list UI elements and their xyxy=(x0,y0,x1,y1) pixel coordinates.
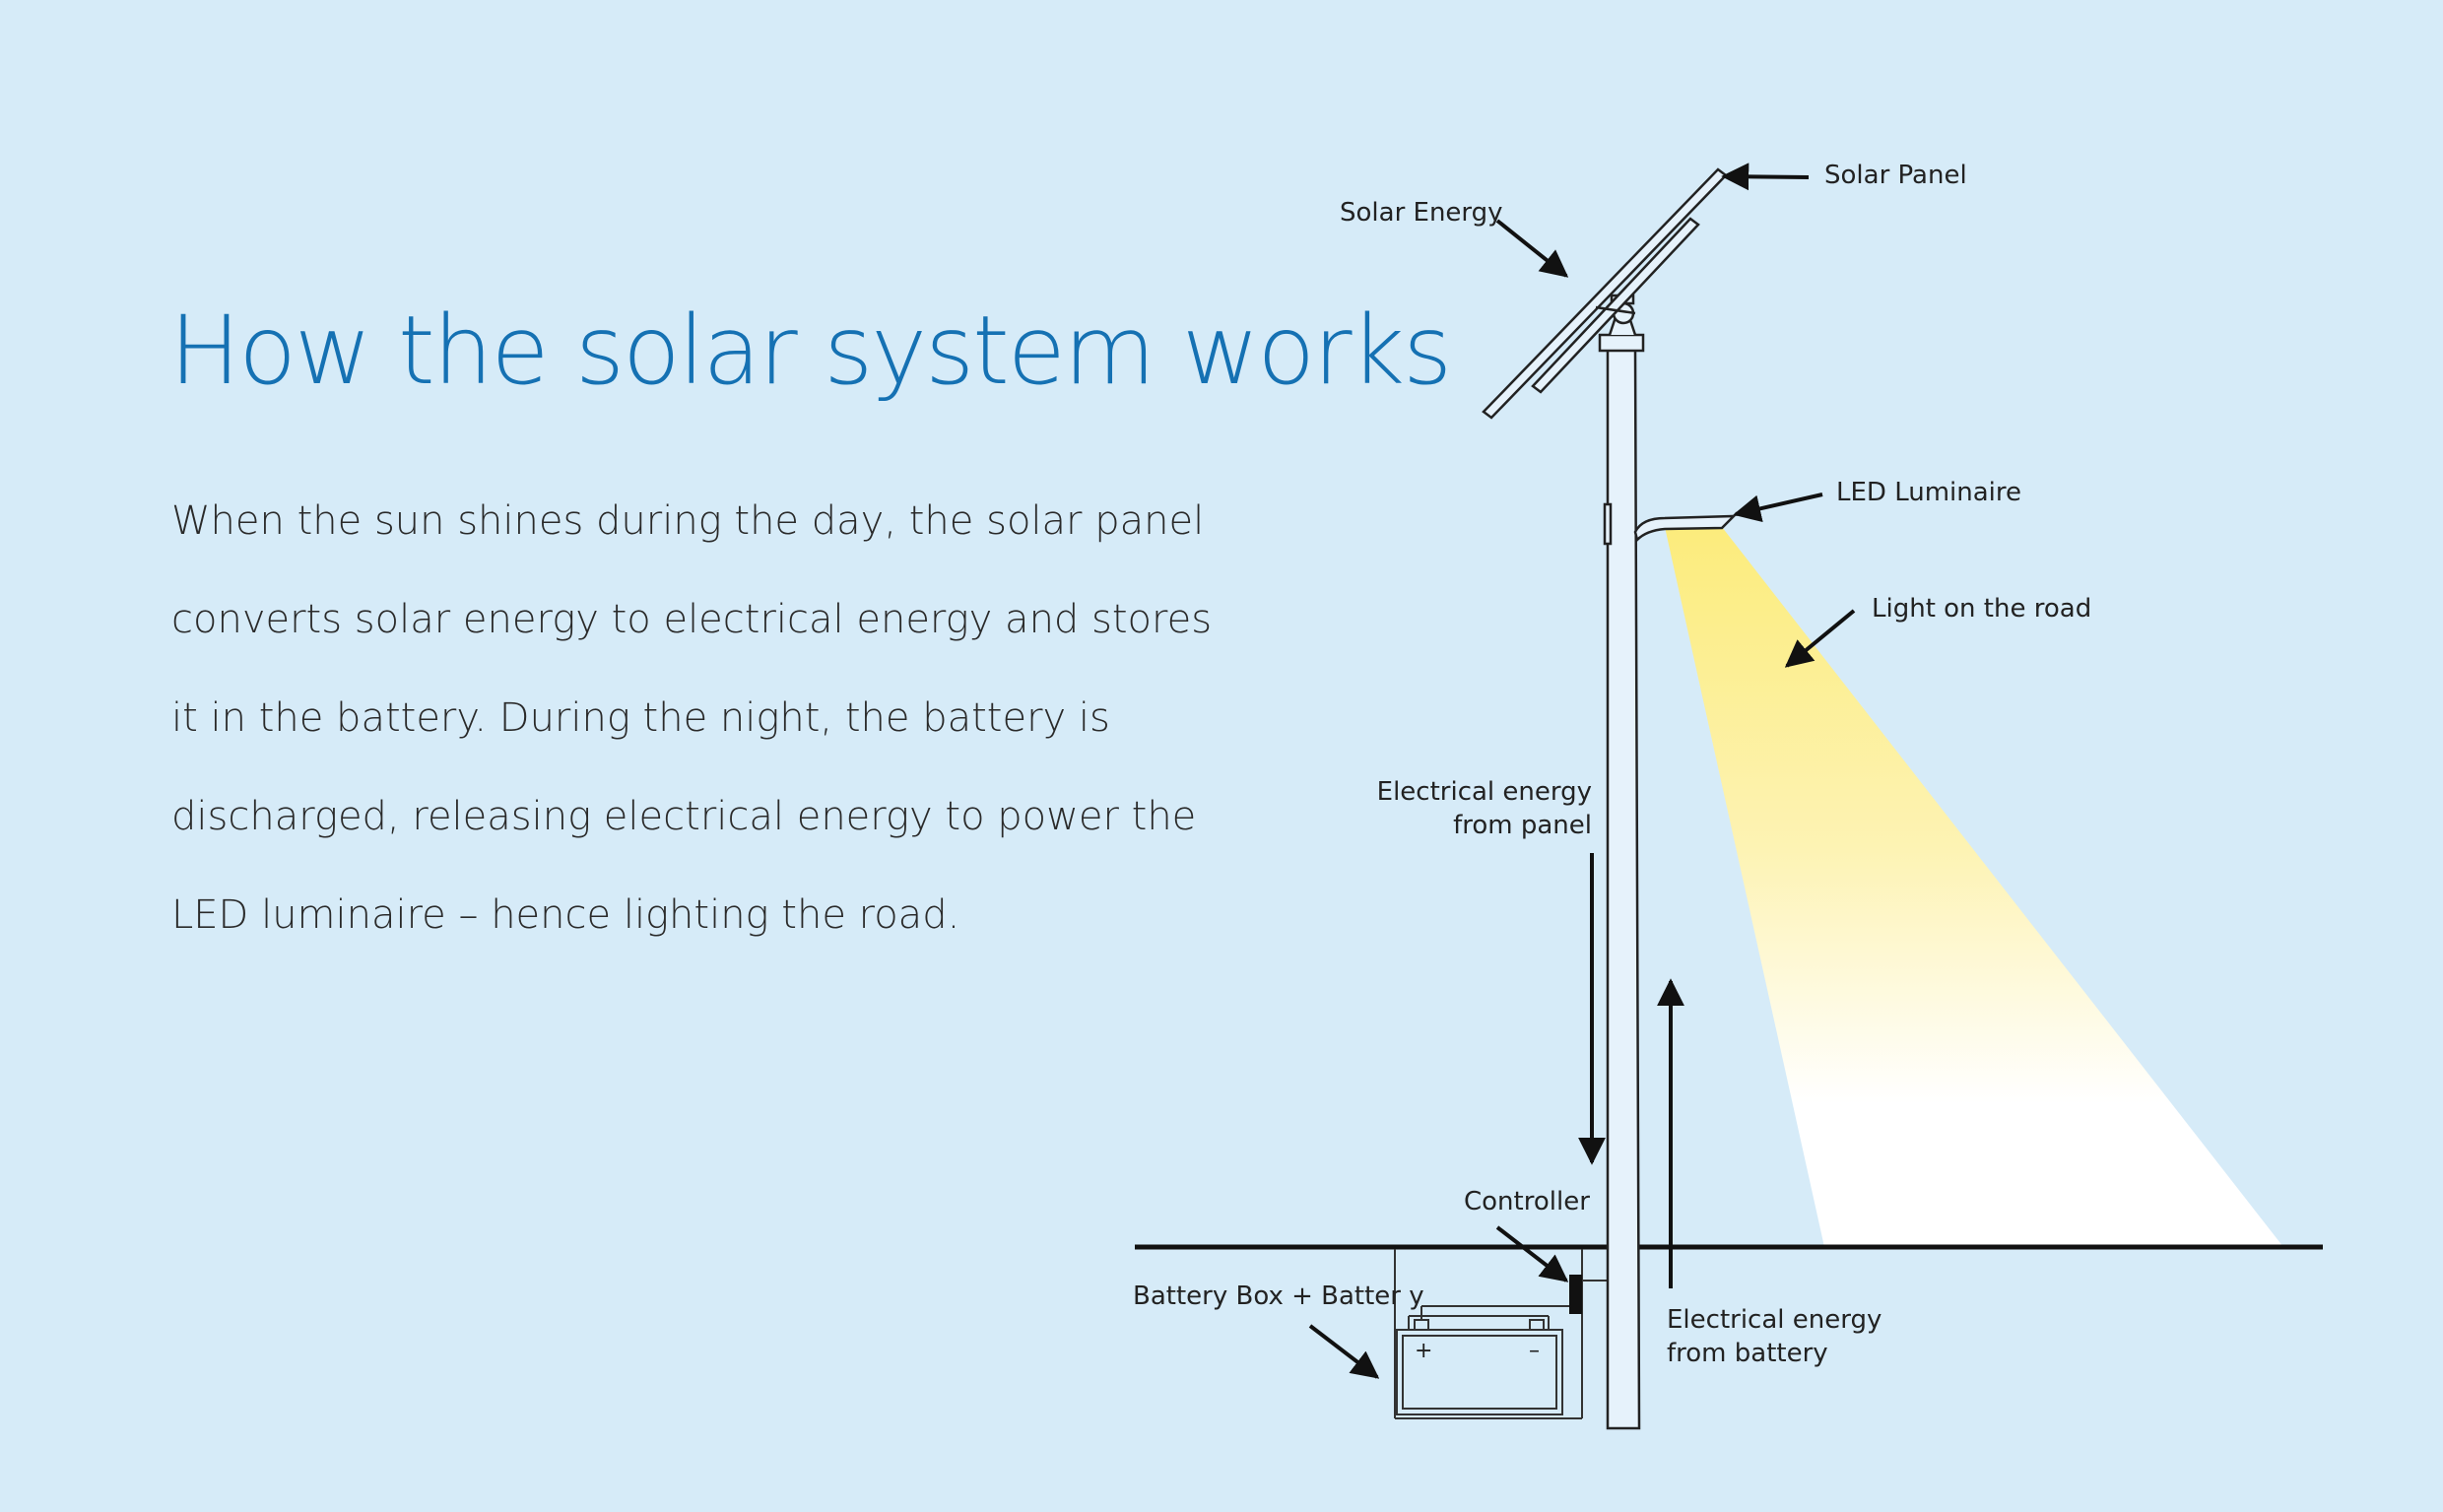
led-luminaire xyxy=(1633,514,1738,543)
battery-box-arrow xyxy=(1308,1324,1380,1379)
led-luminaire-arrow xyxy=(1733,493,1823,523)
battery-plus-sign: + xyxy=(1415,1339,1432,1363)
solar-energy-label: Solar Energy xyxy=(1340,198,1503,228)
description-line-2: converts solar energy to electrical ener… xyxy=(171,597,1213,642)
description-line-3: it in the battery. During the night, the… xyxy=(171,695,1110,741)
pole xyxy=(1598,294,1645,1430)
light-on-road-arrow xyxy=(1784,609,1856,668)
solar-panel-arrow xyxy=(1721,163,1810,191)
solar-panel-label: Solar Panel xyxy=(1824,161,1967,190)
description-line-4: discharged, releasing electrical energy … xyxy=(171,794,1197,839)
controller-arrow xyxy=(1495,1225,1569,1282)
solar-panel xyxy=(1482,167,1728,420)
energy-from-battery-label-line-2: from battery xyxy=(1667,1339,1828,1368)
energy-from-battery-label-line-1: Electrical energy xyxy=(1667,1305,1882,1335)
page-title: How the solar system works xyxy=(169,296,1452,406)
controller-label: Controller xyxy=(1464,1187,1590,1216)
light-on-road-label: Light on the road xyxy=(1872,594,2091,624)
description-line-1: When the sun shines during the day, the … xyxy=(171,498,1205,544)
battery xyxy=(1396,1305,1576,1415)
battery-box xyxy=(1394,1249,1583,1419)
light-beam xyxy=(1665,527,2283,1247)
led-luminaire-label: LED Luminaire xyxy=(1836,478,2021,507)
energy-from-panel-label-line-1: Electrical energy xyxy=(1377,777,1592,807)
controller-unit xyxy=(1569,1275,1582,1314)
description-line-5: LED luminaire – hence lighting the road. xyxy=(171,892,960,938)
energy-from-panel-label-line-2: from panel xyxy=(1453,811,1592,840)
description-paragraph: When the sun shines during the day, the … xyxy=(171,483,1213,975)
battery-box-label: Battery Box + Batter y xyxy=(1133,1282,1424,1311)
battery-minus-sign: – xyxy=(1529,1339,1540,1363)
solar-energy-arrow xyxy=(1495,219,1569,278)
